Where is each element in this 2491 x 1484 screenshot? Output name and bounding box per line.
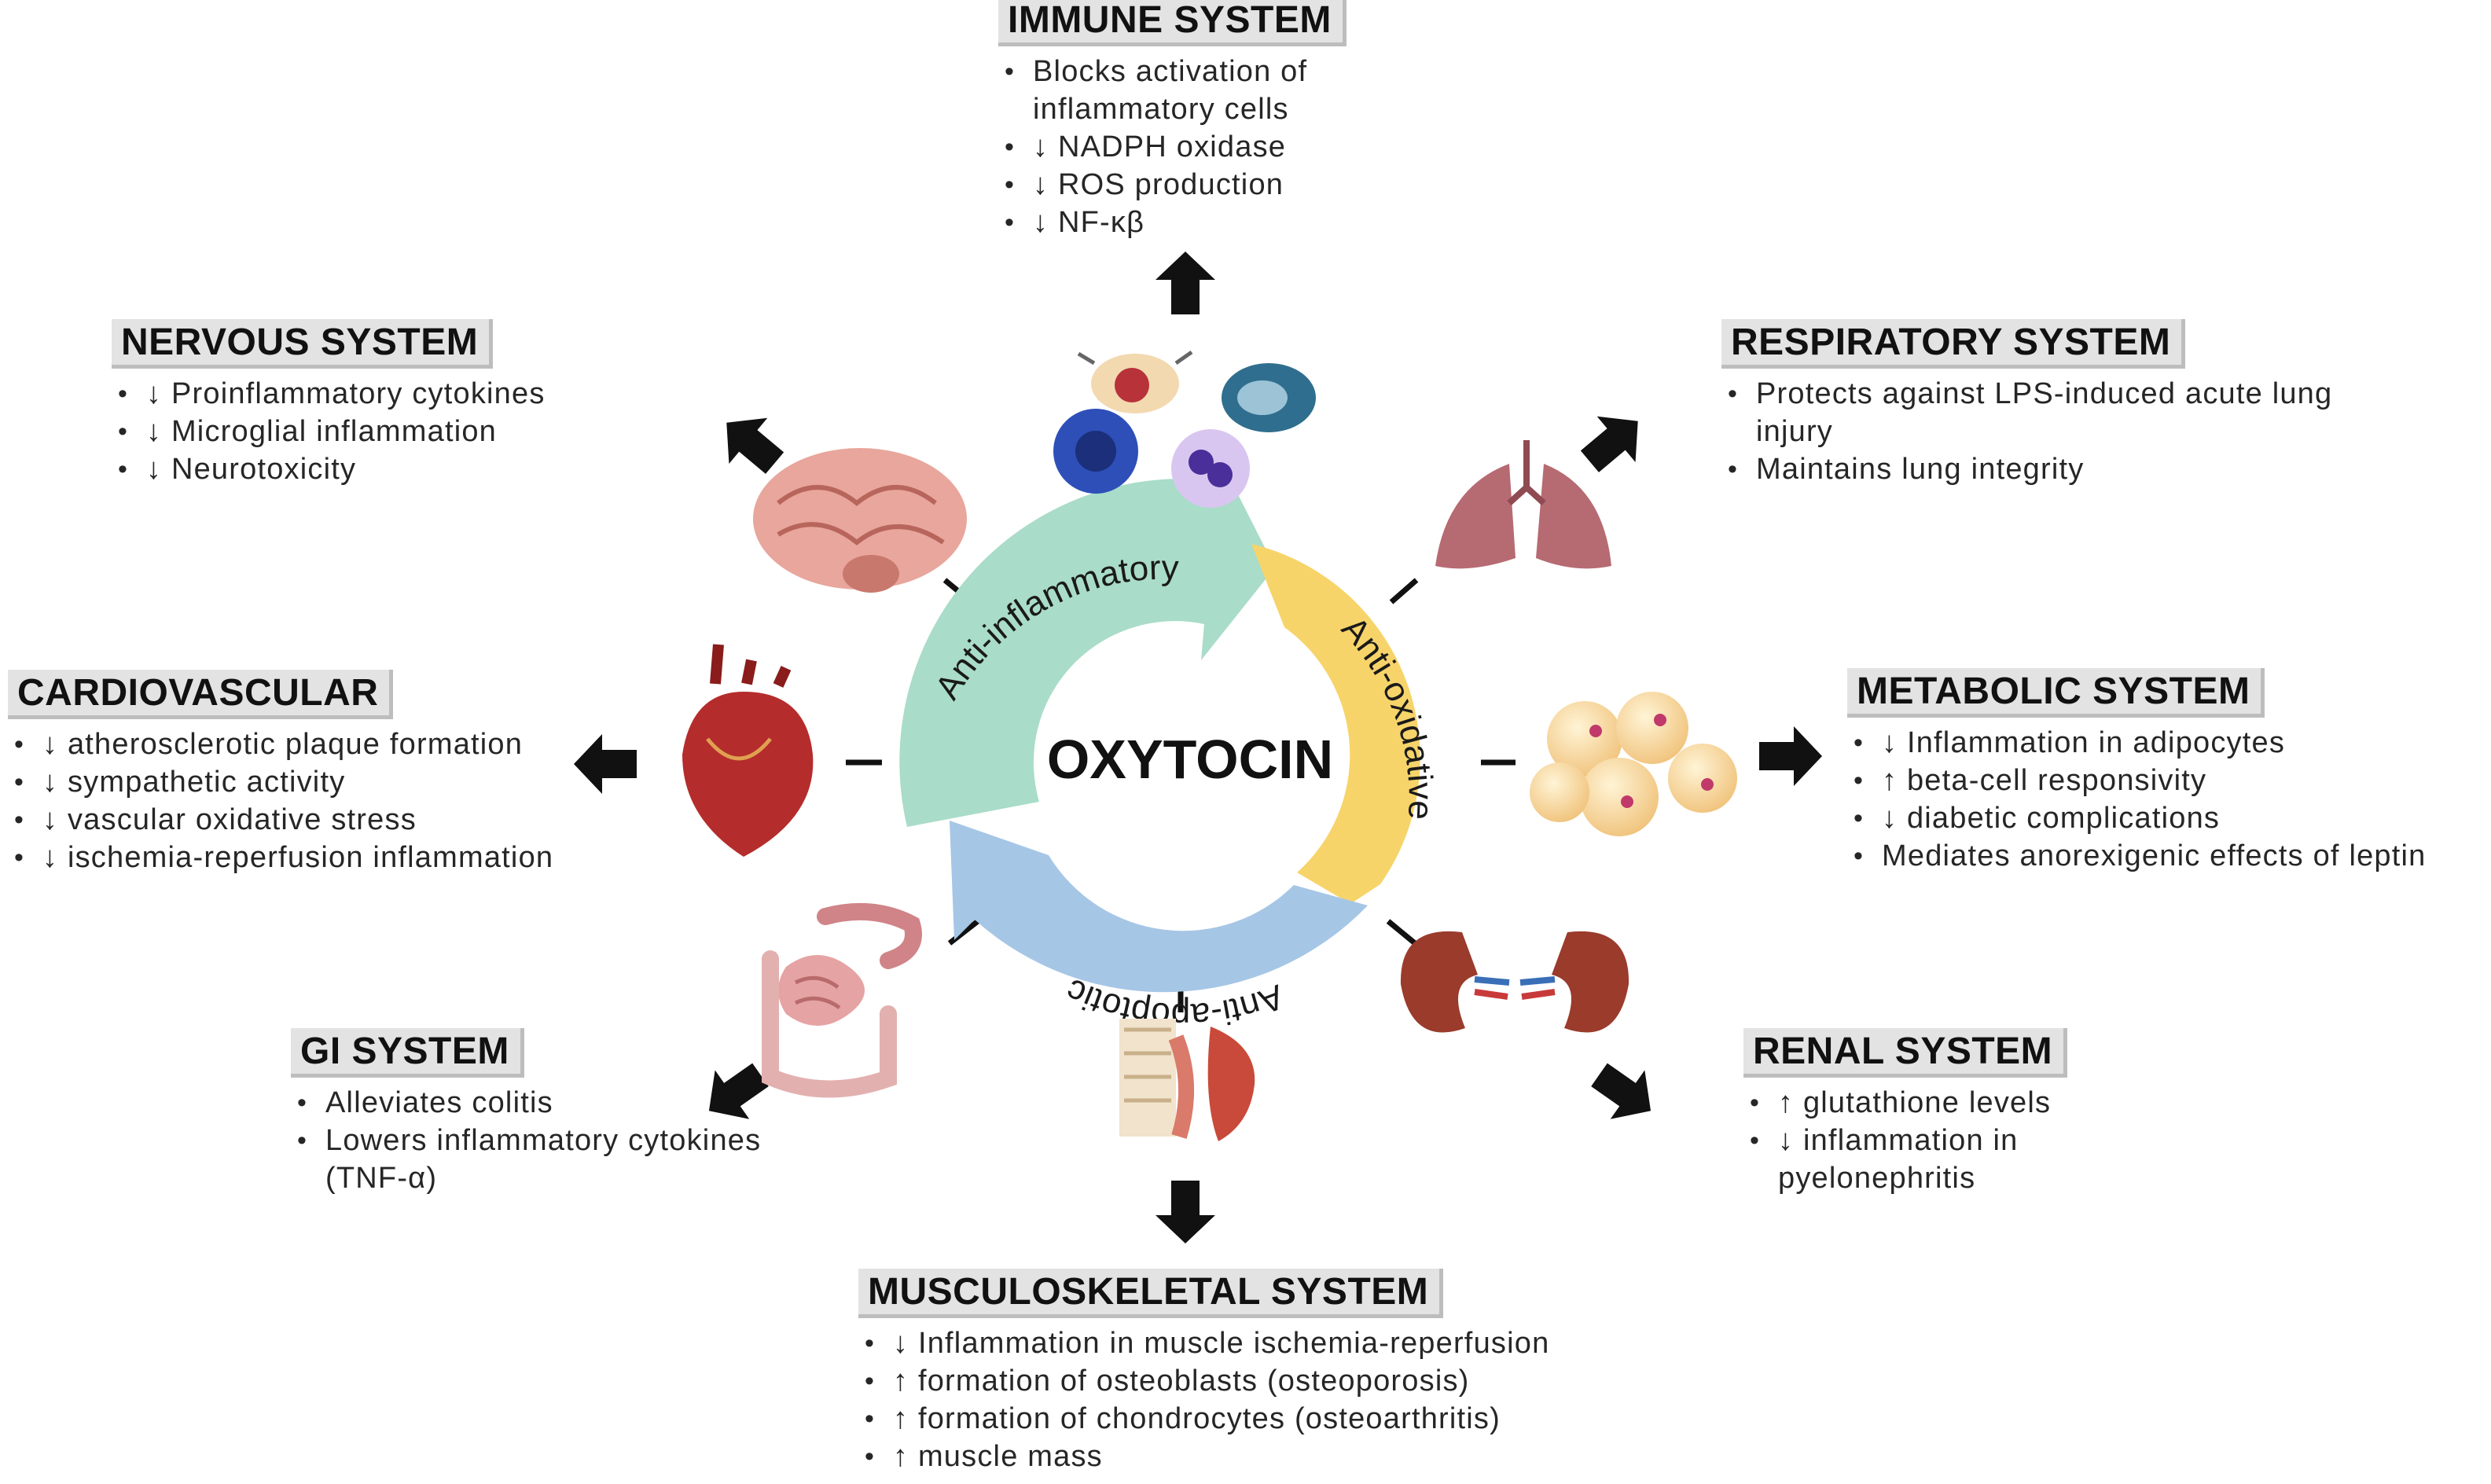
list-item: ↓ diabetic complications [1847,799,2484,837]
list-item: ↓ Proinflammatory cytokines [112,375,693,413]
center-title: OXYTOCIN [1047,729,1333,790]
list-item: ↑ formation of chondrocytes (osteoarthri… [858,1400,1786,1438]
gi-system-heading: GI SYSTEM [291,1028,524,1078]
brain-icon [753,448,967,593]
adipocytes-icon [1530,692,1737,836]
spoke-respiratory [1389,578,1419,604]
anti-inflammatory-segment [899,450,1275,827]
list-item: Alleviates colitis [291,1084,762,1122]
heart-icon [682,644,814,857]
list-item: ↑ formation of osteoblasts (osteoporosis… [858,1362,1786,1400]
list-item: Blocks activation of inflammatory cells [998,53,1470,128]
renal-system-list: ↑ glutathione levels ↓ inflammation in p… [1743,1084,2152,1197]
respiratory-system-list: Protects against LPS-induced acute lung … [1721,375,2366,488]
lungs-icon [1435,440,1611,569]
intestine-icon [762,902,922,1098]
list-item: ↓ Inflammation in adipocytes [1847,724,2484,762]
renal-system-panel: RENAL SYSTEM ↑ glutathione levels ↓ infl… [1743,1028,2152,1197]
list-item: ↓ inflammation in pyelonephritis [1743,1122,2152,1197]
renal-system-heading: RENAL SYSTEM [1743,1028,2068,1078]
list-item: ↓ NF-κβ [998,204,1470,241]
list-item: ↓ NADPH oxidase [998,128,1470,166]
nervous-system-panel: NERVOUS SYSTEM ↓ Proinflammatory cytokin… [112,319,693,488]
musculoskeletal-system-panel: MUSCULOSKELETAL SYSTEM ↓ Inflammation in… [858,1269,1786,1475]
list-item: ↓ ROS production [998,166,1470,204]
arrow-musculoskeletal [1155,1181,1215,1243]
arrow-respiratory [1580,416,1638,472]
spoke-renal [1386,919,1417,946]
list-item: ↓ Microglial inflammation [112,413,693,450]
arrow-metabolic [1759,726,1822,786]
ring-spokes [846,516,1516,1012]
list-item: ↓ ischemia-reperfusion inflammation [8,839,558,876]
list-item: ↑ glutathione levels [1743,1084,2152,1122]
musculoskeletal-system-heading: MUSCULOSKELETAL SYSTEM [858,1269,1444,1318]
list-item: Maintains lung integrity [1721,450,2366,488]
list-item: ↓ Neurotoxicity [112,450,693,488]
arrow-renal [1591,1063,1651,1119]
respiratory-system-panel: RESPIRATORY SYSTEM Protects against LPS-… [1721,319,2366,488]
anti-oxidative-segment [1251,544,1420,904]
list-item: Protects against LPS-induced acute lung … [1721,375,2366,450]
arrow-cardiovascular [574,734,637,794]
list-item: ↓ Inflammation in muscle ischemia-reperf… [858,1324,1786,1362]
list-item: ↓ vascular oxidative stress [8,801,558,839]
gi-system-list: Alleviates colitis Lowers inflammatory c… [291,1084,762,1197]
immune-system-list: Blocks activation of inflammatory cells … [998,53,1470,241]
musculoskeletal-system-list: ↓ Inflammation in muscle ischemia-reperf… [858,1324,1786,1475]
nervous-system-heading: NERVOUS SYSTEM [112,319,494,369]
arrow-nervous [726,417,784,474]
immune-cells-icon [1053,350,1316,508]
list-item: ↑ beta-cell responsivity [1847,762,2484,799]
metabolic-system-panel: METABOLIC SYSTEM ↓ Inflammation in adipo… [1847,668,2484,875]
gi-system-panel: GI SYSTEM Alleviates colitis Lowers infl… [291,1028,762,1197]
immune-system-heading: IMMUNE SYSTEM [998,0,1347,46]
list-item: ↑ muscle mass [858,1438,1786,1475]
immune-system-panel: IMMUNE SYSTEM Blocks activation of infla… [998,0,1470,241]
cardiovascular-panel: CARDIOVASCULAR ↓ atherosclerotic plaque … [8,670,558,876]
metabolic-system-list: ↓ Inflammation in adipocytes ↑ beta-cell… [1847,724,2484,875]
outward-arrows [574,252,1822,1243]
cardiovascular-list: ↓ atherosclerotic plaque formation ↓ sym… [8,725,558,876]
metabolic-system-heading: METABOLIC SYSTEM [1847,668,2265,718]
nervous-system-list: ↓ Proinflammatory cytokines ↓ Microglial… [112,375,693,488]
list-item: ↓ sympathetic activity [8,763,558,801]
list-item: Mediates anorexigenic effects of leptin [1847,837,2484,875]
oxytocin-ring: Anti-inflammatory Anti-oxidative Anti-ap… [899,450,1440,1035]
muscle-icon [1119,1019,1255,1141]
cardiovascular-heading: CARDIOVASCULAR [8,670,394,719]
list-item: Lowers inflammatory cytokines (TNF-α) [291,1122,762,1197]
kidneys-icon [1400,931,1629,1033]
arrow-immune [1155,252,1215,314]
anti-apoptotic-segment [950,821,1368,993]
respiratory-system-heading: RESPIRATORY SYSTEM [1721,319,2186,369]
list-item: ↓ atherosclerotic plaque formation [8,725,558,763]
